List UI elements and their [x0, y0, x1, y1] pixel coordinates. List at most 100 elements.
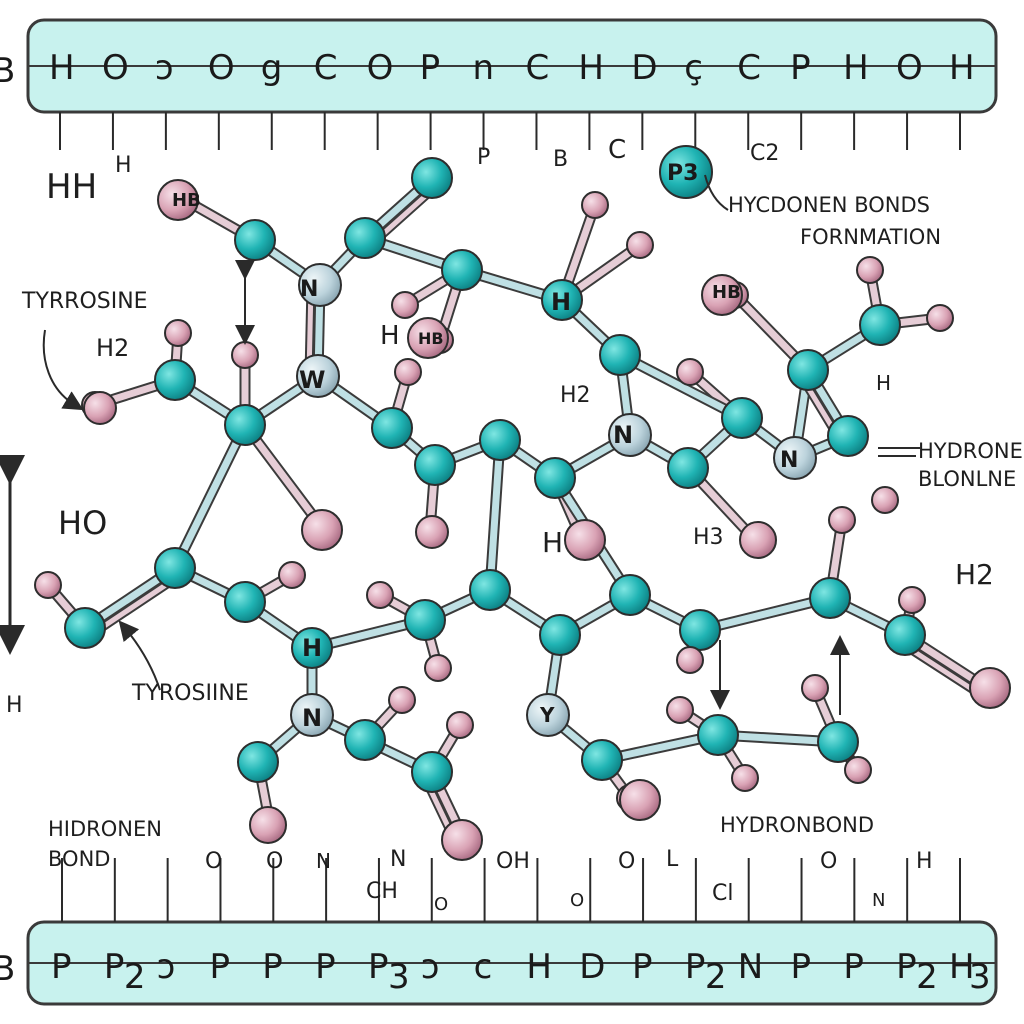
p3-badge: P3 — [659, 145, 713, 199]
bond — [696, 594, 834, 634]
carbon-atom — [224, 581, 266, 623]
bottom-band-token: N — [738, 947, 763, 987]
carbon-atom — [827, 415, 869, 457]
hydrogen-atom — [871, 486, 899, 514]
hydrogen-atom — [926, 304, 954, 332]
top-band-token: P — [420, 48, 441, 88]
label-bottom-l2: L — [666, 847, 679, 872]
label-h2-mid: H2 — [560, 383, 591, 408]
bottom-band-ticks — [61, 858, 961, 922]
label-h-mid: H — [380, 321, 400, 351]
carbon-atom — [787, 349, 829, 391]
hydrogen-atom — [801, 674, 829, 702]
label-bottom-oh: OH — [496, 849, 530, 874]
left-edge-glyph-top: B — [0, 51, 15, 91]
bottom-band-token: P — [368, 947, 389, 987]
bottom-band-token: ɔ — [421, 947, 440, 987]
atom-letter-n-1: N — [300, 277, 318, 302]
top-band-ticks — [59, 112, 961, 150]
top-band-token: D — [631, 48, 657, 88]
hydrogen-atom — [856, 256, 884, 284]
bond — [486, 436, 504, 594]
carbon-atom — [581, 739, 623, 781]
hydrogen-atom — [231, 341, 259, 369]
carbon-atom — [154, 547, 196, 589]
hydrogen-atom — [34, 571, 62, 599]
carbon-atom — [224, 404, 266, 446]
svg-text:P3: P3 — [667, 161, 698, 186]
label-hydrone-2: BLONLNE — [918, 467, 1016, 491]
bottom-band-token: P — [315, 947, 336, 987]
label-hbond-formation-2: FORNMATION — [800, 225, 941, 249]
bottom-band-token-subscript: 3 — [969, 957, 991, 997]
carbon-atom — [469, 569, 511, 611]
atom-letters: HB N W HB H N N HB H N Y — [172, 190, 798, 732]
label-bottom-h2: H — [916, 849, 933, 874]
bond — [171, 421, 249, 572]
label-bottom-n: N — [316, 849, 331, 873]
bond — [616, 351, 746, 422]
top-band-token: H — [949, 48, 975, 88]
label-hidronen-2: BOND — [48, 847, 110, 871]
hydrogen-atom-large — [157, 179, 199, 221]
hydrogen-atom-large — [969, 667, 1011, 709]
label-h-right: H — [876, 371, 891, 395]
top-band-token: H — [49, 48, 75, 88]
hydrogen-atom-large — [564, 519, 606, 561]
hydrogen-atom-large — [407, 317, 449, 359]
nitrogen-atom — [608, 413, 652, 457]
molecule-atoms — [34, 157, 1011, 861]
bottom-band-token: P — [685, 947, 706, 987]
annotation-arrows — [0, 174, 920, 715]
carbon-atom — [534, 457, 576, 499]
top-band-token: C — [314, 48, 338, 88]
label-bottom-cl: Cl — [712, 881, 733, 906]
label-bottom-ch: CH — [366, 879, 398, 904]
bottom-band-token-subscript: 2 — [916, 957, 938, 997]
diagram-labels: HH H P B C C2 HYCDONEN BONDS FORNMATION … — [6, 135, 1023, 915]
hydrogen-atom-large — [619, 779, 661, 821]
label-hidronen-1: HIDRONEN — [48, 817, 162, 841]
top-band-token: ç — [684, 48, 703, 88]
hydrogen-atom — [278, 561, 306, 589]
hydrogen-atom-large — [83, 391, 117, 425]
carbon-atom — [667, 447, 709, 489]
nitrogen-atom — [526, 693, 570, 737]
bottom-band-token: ɔ — [157, 947, 176, 987]
atom-letter-n-center: N — [613, 421, 633, 449]
carbon-atom — [679, 609, 721, 651]
label-hh: HH — [46, 167, 97, 207]
label-h-top-left: H — [115, 153, 132, 178]
carbon-atom — [539, 614, 581, 656]
label-bottom-o3: O — [205, 849, 222, 874]
carbon-atom — [809, 577, 851, 619]
carbon-atom — [291, 627, 333, 669]
top-band-token: n — [473, 48, 495, 88]
hydrogen-atom — [676, 358, 704, 386]
hydrogen-atom — [388, 686, 416, 714]
hydrogen-atom — [581, 191, 609, 219]
top-band-token: H — [843, 48, 869, 88]
bottom-band-token: P — [896, 947, 917, 987]
hydrogen-atom-large — [739, 521, 777, 559]
carbon-atom — [721, 397, 763, 439]
bottom-band-token: P — [209, 947, 230, 987]
bottom-band-token: H — [949, 947, 975, 987]
label-b-top: B — [553, 147, 568, 172]
label-c-top: C — [608, 135, 626, 165]
bottom-band-token: P — [632, 947, 653, 987]
label-c2-top: C2 — [750, 141, 779, 166]
nitrogen-atom — [290, 693, 334, 737]
label-tyrosine-bottom: TYROSIINE — [131, 681, 249, 706]
top-band-token: g — [261, 48, 283, 88]
hydrogen-atom — [394, 358, 422, 386]
bottom-band-token-subscript: 2 — [705, 957, 727, 997]
label-tyrosine-top: TYRROSINE — [21, 289, 148, 314]
atom-letter-y-lower: Y — [539, 703, 555, 727]
top-band-token: O — [367, 48, 394, 88]
atom-letter-hb-1: HB — [172, 190, 201, 211]
hydrogen-atom-large — [441, 819, 483, 861]
label-hbond-formation-1: HYCDONEN BONDS — [728, 193, 930, 217]
